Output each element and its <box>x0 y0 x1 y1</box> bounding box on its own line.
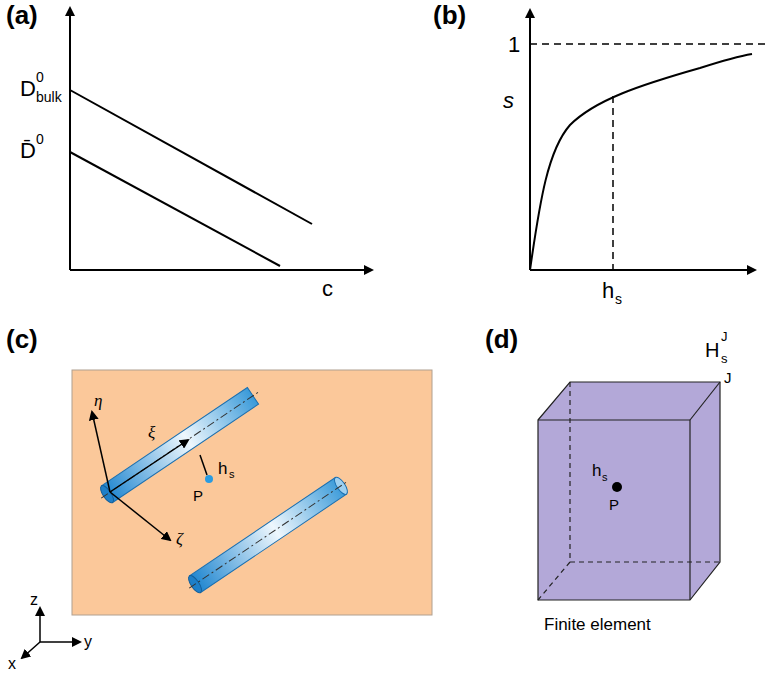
axis-label: h <box>218 460 227 477</box>
axis-label: s <box>602 472 608 483</box>
axis-label: y <box>84 634 92 650</box>
axis-label: x <box>8 656 16 672</box>
axis-label: s <box>503 90 514 112</box>
axis-label: h <box>592 462 601 479</box>
axis-label: η <box>94 392 102 409</box>
axis-label: 1 <box>508 34 520 56</box>
axis-label: s <box>229 469 235 480</box>
panel-label: (a) <box>6 2 38 28</box>
plot-d <box>538 382 720 600</box>
axis-label: c <box>322 278 333 300</box>
axis-label: J <box>721 330 728 343</box>
axis-label: Finite element <box>544 616 651 633</box>
axis-label: bulk <box>36 90 62 104</box>
axis-label: s <box>615 292 622 306</box>
panel-label: (d) <box>485 326 518 352</box>
axis-label: ζ <box>176 530 183 547</box>
axis-label: h <box>602 280 614 302</box>
panel-label: (c) <box>6 326 38 352</box>
axis-label: J <box>724 370 732 385</box>
axis-label: P <box>609 497 619 512</box>
plot-a <box>70 8 372 270</box>
axis-label: H <box>705 340 719 360</box>
plot-b <box>530 10 770 270</box>
panel-label: (b) <box>433 2 466 28</box>
axis-label: z <box>30 592 38 608</box>
plot-c <box>22 370 432 658</box>
axis-label: s <box>721 352 728 365</box>
axis-label: 0 <box>36 132 44 146</box>
axis-label: D̄ <box>20 140 36 162</box>
axis-label: D <box>20 78 36 100</box>
axis-label: P <box>193 488 203 503</box>
axis-label: ξ <box>148 424 155 441</box>
axis-label: 0 <box>36 70 44 84</box>
